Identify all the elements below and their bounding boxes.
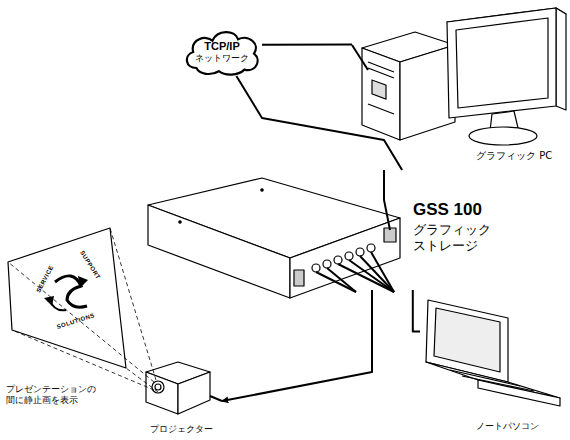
pc-tower: [362, 32, 455, 140]
storage-box: GSS 100グラフィック ストレージ: [143, 170, 498, 290]
pc-monitor: [447, 8, 566, 145]
node-title: ノートパソコン: [476, 421, 539, 432]
cable: [210, 45, 394, 401]
node-text: ネットワーク: [195, 53, 249, 64]
cloud-outline: [187, 32, 258, 74]
projector-box: プロジェクター: [138, 356, 222, 438]
node-title: GSS 100: [413, 200, 482, 220]
connector: [262, 44, 352, 46]
laptop: [426, 300, 560, 406]
graphic-pc: グラフィック PC: [352, 4, 566, 166]
network-cloud: TCP/IPネットワーク: [182, 28, 262, 76]
connector: [222, 290, 372, 401]
projection-beam: [8, 228, 158, 392]
connector: [236, 76, 402, 170]
node-title: グラフィック PC: [476, 150, 552, 162]
projector: [146, 362, 210, 414]
storage-device: [148, 178, 400, 298]
connector: [413, 290, 420, 331]
node-title: プレゼンテーションの 間に静止画を表示: [6, 384, 132, 406]
projection-screen: [8, 228, 126, 368]
logo-symbol: [44, 276, 88, 310]
laptop-box: ノートパソコン: [420, 305, 566, 437]
node-title: TCP/IP: [204, 40, 239, 53]
node-title: プロジェクター: [150, 424, 213, 435]
node-text: グラフィック ストレージ: [413, 222, 497, 253]
